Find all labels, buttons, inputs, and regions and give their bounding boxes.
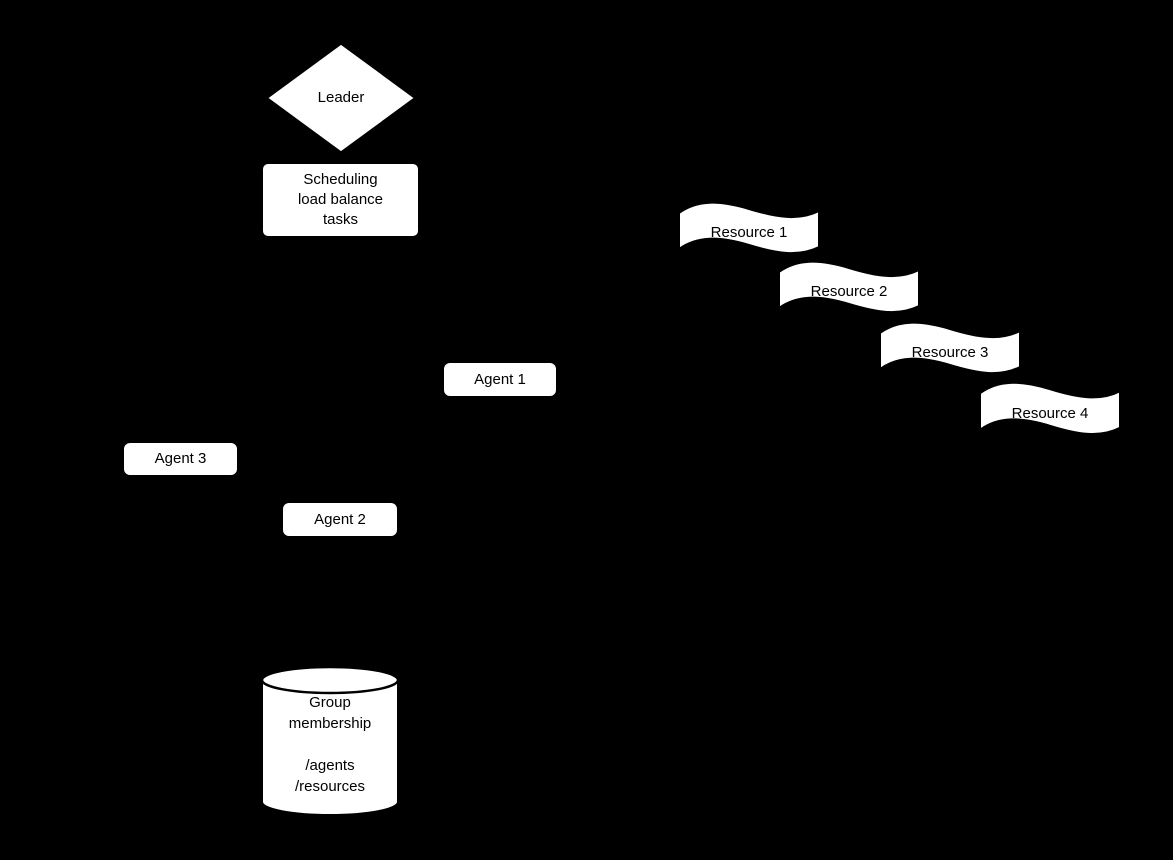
tape-shape-path xyxy=(979,381,1121,436)
resource-4-label: Resource 4 xyxy=(1011,404,1089,422)
node-agent-2[interactable]: Agent 2 xyxy=(281,501,399,538)
resource-3-label: Resource 3 xyxy=(911,344,989,361)
diamond-shape xyxy=(264,41,418,155)
cylinder-shape xyxy=(260,665,400,816)
tape-shape-path xyxy=(678,201,820,255)
cylinder-body-path xyxy=(261,679,399,816)
node-leader[interactable]: Leader xyxy=(264,41,418,155)
node-resource-4[interactable]: Resource 4 xyxy=(979,379,1121,438)
agent-3-label: Agent 3 xyxy=(154,450,207,467)
node-agent-3[interactable]: Agent 3 xyxy=(122,441,239,477)
tape-shape-path xyxy=(778,260,920,314)
tape-shape xyxy=(979,381,1121,436)
node-group-membership-store[interactable]: Group membership /agents /resources xyxy=(260,665,400,816)
agent-1-label: Agent 1 xyxy=(474,370,526,388)
resource-1-label: Resource 1 xyxy=(710,224,788,241)
node-agent-1[interactable]: Agent 1 xyxy=(442,361,558,398)
scheduling-label: Scheduling load balance tasks xyxy=(297,171,384,228)
tape-shape xyxy=(879,321,1021,375)
tape-shape xyxy=(678,201,820,255)
cylinder-top-ellipse xyxy=(260,665,400,695)
leader-label: Leader xyxy=(317,89,365,106)
diamond-shape-path xyxy=(264,41,418,155)
node-scheduling-load-balance-tasks[interactable]: Scheduling load balance tasks xyxy=(261,162,420,238)
node-resource-3[interactable]: Resource 3 xyxy=(879,319,1021,377)
tape-shape xyxy=(778,260,920,314)
node-resource-2[interactable]: Resource 2 xyxy=(778,258,920,316)
agent-2-label: Agent 2 xyxy=(314,510,366,528)
tape-shape-path xyxy=(879,321,1021,375)
resource-2-label: Resource 2 xyxy=(810,283,888,300)
node-resource-1[interactable]: Resource 1 xyxy=(678,199,820,257)
group-membership-label: Group membership /agents /resources xyxy=(288,694,372,795)
